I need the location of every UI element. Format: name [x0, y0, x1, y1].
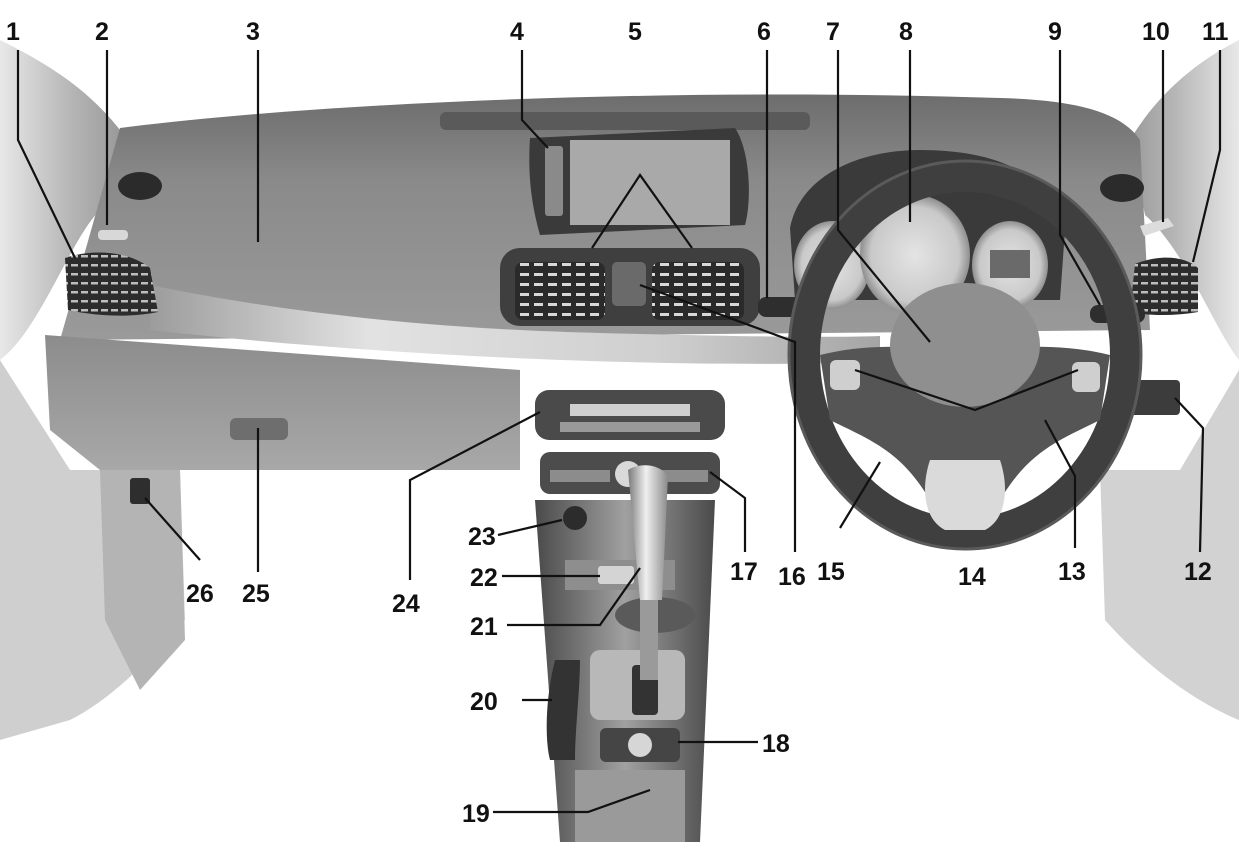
- steering-wheel-rim: [790, 162, 1140, 548]
- callout-24: 24: [392, 590, 420, 618]
- callout-22: 22: [470, 564, 498, 592]
- callout-labels: 1 2 3 4 5 6 7 8 9 10 11 12 13 14 15 16 1…: [6, 18, 1229, 828]
- callout-23: 23: [468, 523, 496, 551]
- leader-4: [520, 50, 549, 149]
- left-side-vent: [65, 252, 158, 316]
- callout-3: 3: [246, 18, 260, 46]
- car-interior-illustration: [0, 40, 1239, 842]
- callout-16: 16: [778, 563, 806, 591]
- leader-14: [854, 368, 1079, 412]
- knob-control: [563, 506, 587, 530]
- gear-shaft: [640, 600, 658, 680]
- leader-24: [408, 411, 541, 580]
- leader-16: [639, 283, 797, 552]
- glovebox-panel: [45, 335, 520, 470]
- radio-buttons-row: [560, 422, 700, 432]
- callout-15: 15: [817, 558, 845, 586]
- dashboard-trim-band: [150, 285, 880, 364]
- leader-13: [1044, 419, 1077, 548]
- left-kick-panel: [100, 470, 185, 690]
- climate-buttons: [550, 470, 610, 482]
- leader-23: [497, 518, 563, 537]
- leader-lines: [16, 50, 1222, 814]
- leader-9: [1058, 50, 1101, 306]
- leader-7: [836, 50, 931, 343]
- demister-strip: [440, 112, 810, 130]
- callout-9: 9: [1048, 18, 1062, 46]
- leader-5: [591, 173, 693, 249]
- gear-lever: [628, 465, 668, 600]
- rear-control-knob: [628, 733, 652, 757]
- leader-19: [493, 788, 651, 814]
- left-speaker: [118, 172, 162, 200]
- leader-11: [1191, 50, 1222, 263]
- multimedia-screen: [570, 140, 730, 225]
- steering-wheel-lower-spoke: [925, 460, 1005, 530]
- switch-panel: [1130, 380, 1180, 415]
- central-vent-left: [515, 262, 605, 320]
- callout-13: 13: [1058, 558, 1086, 586]
- info-display-screen: [990, 250, 1030, 278]
- right-door-trim: [1100, 370, 1239, 720]
- leader-21: [507, 567, 641, 627]
- leader-1: [16, 50, 76, 259]
- callout-14: 14: [958, 563, 986, 591]
- callout-12: 12: [1184, 558, 1212, 586]
- callout-8: 8: [899, 18, 913, 46]
- callout-5: 5: [628, 18, 642, 46]
- radio-display: [570, 404, 690, 416]
- callout-6: 6: [757, 18, 771, 46]
- callout-10: 10: [1142, 18, 1170, 46]
- callout-20: 20: [470, 688, 498, 716]
- central-vent-right: [652, 262, 744, 320]
- leader-26: [144, 497, 201, 561]
- leader-12: [1174, 397, 1205, 553]
- armrest: [575, 770, 685, 842]
- leader-15: [839, 461, 881, 529]
- left-a-pillar: [0, 40, 120, 360]
- handbrake-lever: [546, 660, 580, 760]
- right-speaker: [1100, 174, 1144, 202]
- right-vent-knob: [1140, 218, 1174, 236]
- left-vent-knob: [98, 230, 128, 240]
- callout-25: 25: [242, 580, 270, 608]
- callout-18: 18: [762, 730, 790, 758]
- right-wheel-buttons: [1072, 362, 1100, 392]
- callout-4: 4: [510, 18, 524, 46]
- callout-26: 26: [186, 580, 214, 608]
- right-side-vent: [1130, 257, 1198, 315]
- right-a-pillar: [1130, 40, 1239, 360]
- callout-17: 17: [730, 558, 758, 586]
- screen-buttons: [545, 146, 563, 216]
- callout-7: 7: [826, 18, 840, 46]
- leader-17: [709, 471, 747, 552]
- socket-cover: [598, 566, 634, 584]
- callout-21: 21: [470, 613, 498, 641]
- hood-release: [130, 478, 150, 504]
- callout-2: 2: [95, 18, 109, 46]
- callout-19: 19: [462, 800, 490, 828]
- hazard-switch: [612, 262, 646, 306]
- callout-11: 11: [1202, 18, 1229, 46]
- left-wheel-buttons: [830, 360, 860, 390]
- callout-1: 1: [6, 18, 20, 46]
- speedometer: [860, 195, 970, 315]
- steering-wheel-rim-edge: [787, 159, 1143, 551]
- airbag-hub: [890, 283, 1040, 407]
